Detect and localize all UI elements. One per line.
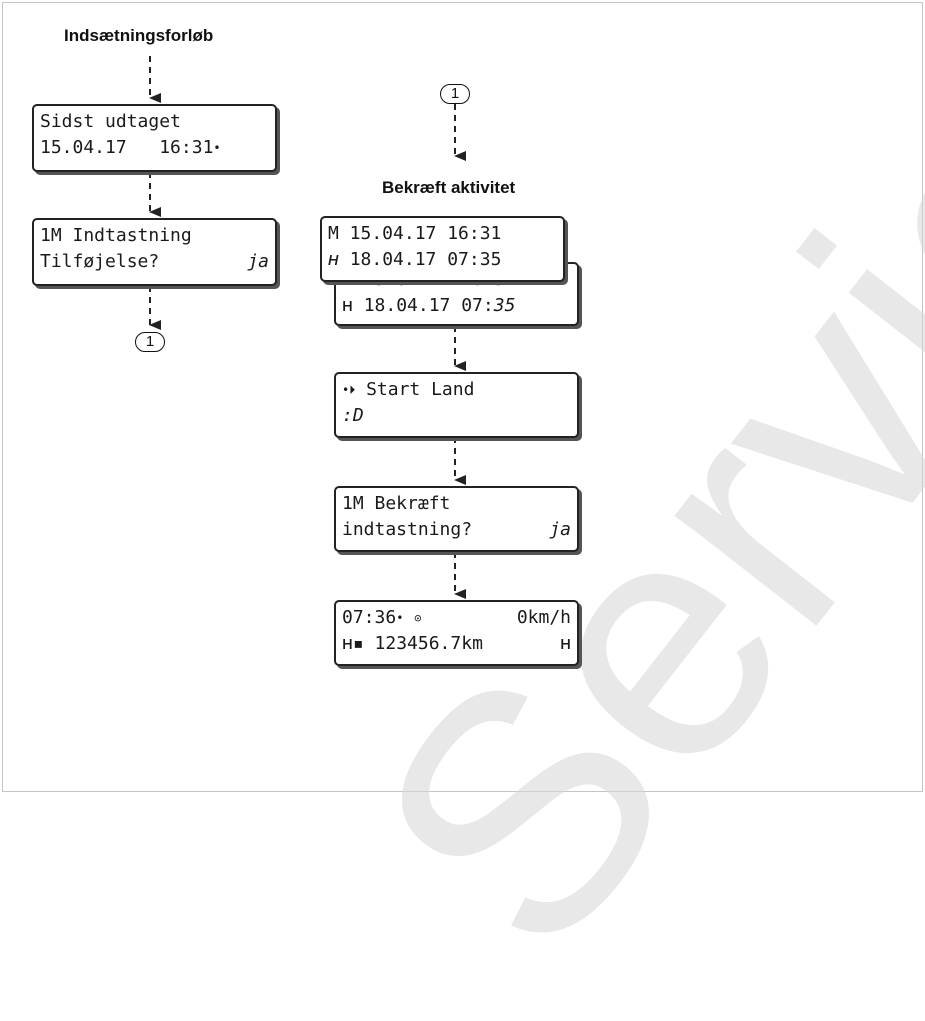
- question: Tilføjelse?: [40, 251, 160, 272]
- lcd-row: 1M Indtastning: [40, 225, 192, 246]
- lcd-row: :D: [342, 405, 364, 426]
- lcd-row: 15.04.17 16:31•: [40, 136, 269, 160]
- left-flow-title: Indsætningsforløb: [64, 26, 214, 45]
- lcd-confirm-activity-front: M 15.04.17 16:31 ʜ 18.04.17 07:35: [320, 216, 565, 282]
- rest-icon: ʜ: [560, 633, 571, 654]
- lcd-row: •⏵ Start Land: [342, 378, 571, 402]
- dot-icon: •: [396, 611, 404, 625]
- lcd-row: 07:36• ⊙ 0km/h: [342, 606, 571, 630]
- question: indtastning?: [342, 519, 473, 540]
- clock-icon: ⊙: [414, 611, 422, 625]
- lcd-row: Tilføjelse? ja: [40, 250, 269, 274]
- minutes-blinking: 35: [493, 295, 516, 316]
- lcd-row: M 15.04.17 16:31: [328, 223, 502, 244]
- dot-icon: •: [213, 141, 221, 155]
- flow-arrows: [149, 56, 466, 599]
- right-flow-title: Bekræft aktivitet: [382, 178, 516, 197]
- lcd-row: indtastning? ja: [342, 518, 571, 542]
- connector-circle-1: 1: [440, 84, 470, 104]
- label: Start Land: [366, 379, 475, 400]
- lcd-start-country: •⏵ Start Land :D: [334, 372, 579, 438]
- card-icon: ▪: [352, 633, 364, 654]
- connector-circle-1: 1: [135, 332, 165, 352]
- answer: ja: [549, 519, 571, 540]
- lcd-last-removed: Sidst udtaget 15.04.17 16:31•: [32, 104, 277, 172]
- lcd-manual-entry: 1M Indtastning Tilføjelse? ja: [32, 218, 277, 286]
- date: 15.04.17: [40, 137, 127, 158]
- datetime: 18.04.17 07:: [363, 295, 494, 316]
- lcd-row: ʜ 18.04.17 07:35: [342, 294, 571, 318]
- lcd-row: 1M Bekræft: [342, 493, 451, 514]
- odometer: 123456.7km: [374, 633, 483, 654]
- lcd-confirm-entry: 1M Bekræft indtastning? ja: [334, 486, 579, 552]
- lcd-row: Sidst udtaget: [40, 111, 181, 132]
- lcd-row: ʜ 18.04.17 07:35: [328, 248, 557, 272]
- speed: 0km/h: [516, 607, 571, 628]
- answer: ja: [247, 251, 269, 272]
- time: 07:36: [342, 607, 397, 628]
- rest-icon: ʜ: [342, 295, 353, 316]
- datetime: 18.04.17 07:35: [349, 249, 502, 270]
- start-country-icon: •⏵: [342, 383, 356, 397]
- time: 16:31: [159, 137, 214, 158]
- rest-icon: ʜ: [328, 249, 339, 270]
- rest-icon: ʜ: [342, 633, 353, 654]
